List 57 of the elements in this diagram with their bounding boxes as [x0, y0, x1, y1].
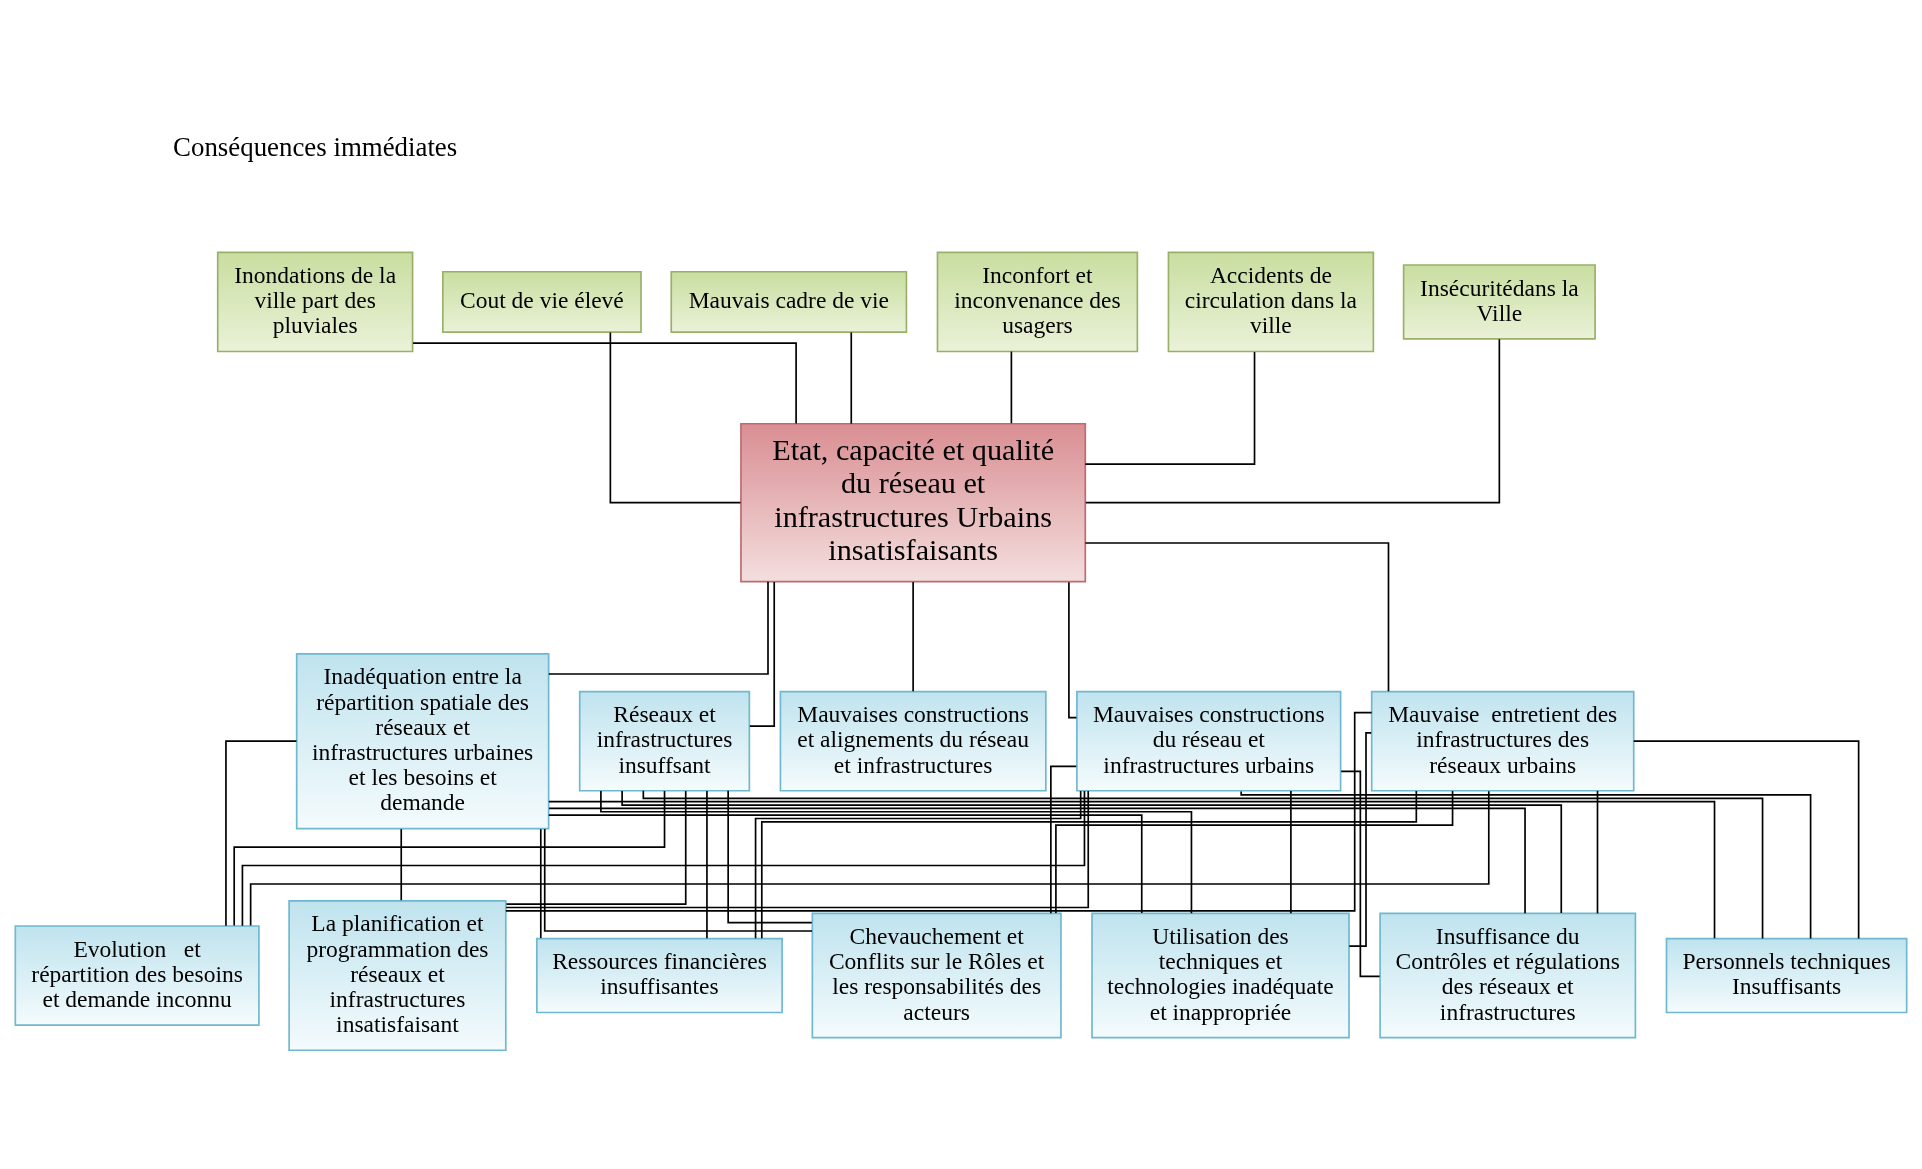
connector [1340, 770, 1381, 977]
connector [505, 789, 687, 905]
node-box: Mauvais cadre de vie [670, 270, 908, 333]
node-box: Chevauchement et Conflits sur le Rôles et les responsabilités des acteurs [811, 912, 1062, 1038]
connector [642, 789, 1764, 939]
connector [850, 331, 853, 425]
node-box: Insuffisance du Contrôles et régulations des réseaux et infrastructures [1379, 912, 1637, 1038]
node-box: Inconfort et inconvenance des usagers [936, 251, 1139, 352]
connector [543, 827, 813, 932]
node-box: La planification et programmation des réseaux et infrastructures insatisfaisant [288, 899, 507, 1051]
connector [1348, 731, 1373, 947]
connector [539, 827, 542, 939]
connector [912, 580, 914, 692]
connector [1050, 765, 1078, 914]
connector [727, 789, 813, 923]
connector [505, 711, 1373, 912]
connector [621, 789, 1563, 914]
connector [400, 827, 403, 901]
connector [1055, 789, 1454, 914]
connector [1084, 541, 1390, 692]
node-box: Utilisation des techniques et technologies inadéquate et inappropriée [1091, 912, 1350, 1038]
connector [609, 331, 742, 504]
connector [1290, 789, 1292, 914]
node-box: Evolution et répartition des besoins et demande inconnu [14, 924, 260, 1026]
node-box: Inadéquation entre la répartition spatiale des réseaux et infrastructures urbaines et les besoins et demande [295, 652, 550, 829]
connector [412, 341, 797, 424]
connector [1084, 350, 1256, 465]
connector [249, 789, 1490, 926]
connector [1596, 789, 1599, 914]
connector [547, 813, 1143, 914]
label: Conséquences immédiates [173, 131, 458, 162]
node-box: Inondations de la ville part des pluviales [216, 251, 414, 352]
node-box: Etat, capacité et qualité du réseau et infrastructures Urbains insatisfaisants [740, 422, 1087, 582]
connector [548, 807, 1526, 914]
connector [706, 789, 708, 939]
connector [1240, 790, 1812, 939]
node-box: Mauvaises constructions et alignements du réseau et infrastructures [779, 690, 1047, 792]
connector [760, 789, 1418, 939]
connector [548, 800, 1716, 939]
node-box: Mauvaise entretient des infrastructures des réseaux urbains [1370, 690, 1635, 792]
connector [600, 789, 1193, 914]
node-box: Accidents de circulation dans la ville [1167, 251, 1375, 352]
connector [547, 580, 769, 675]
connector [241, 789, 1086, 926]
node-box: Mauvaises constructions du réseau et infrastructures urbains [1076, 690, 1342, 792]
connector [754, 789, 1082, 939]
connector [1632, 739, 1860, 939]
node-box: Réseaux et infrastructures insuffsant [578, 690, 751, 792]
node-box: Personnels techniques Insuffisants [1665, 937, 1908, 1013]
connector [233, 789, 666, 926]
node-box: Ressources financières insuffisantes [536, 937, 783, 1013]
connector [225, 739, 298, 927]
connector [1085, 337, 1501, 504]
node-box: Cout de vie élevé [441, 270, 642, 333]
connector [1010, 350, 1013, 424]
node-box: Insécuritédans la Ville [1402, 263, 1596, 340]
connector [505, 789, 1090, 908]
